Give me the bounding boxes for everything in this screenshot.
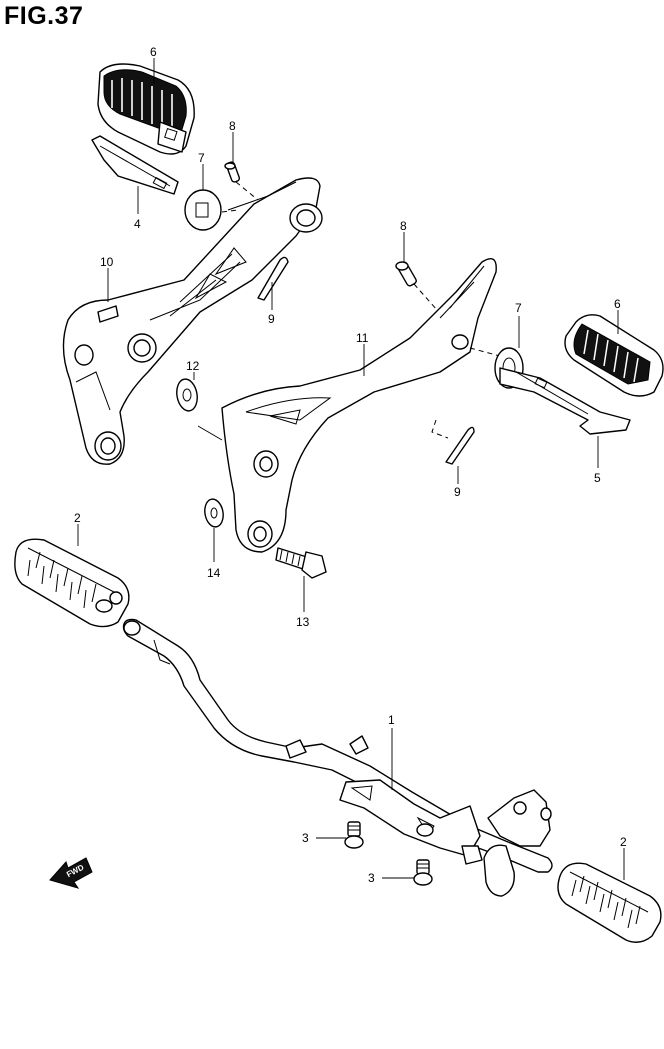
washer-upper: [184, 189, 222, 231]
footpeg-rubber-lower-right: [557, 862, 662, 943]
callout-5: 5: [594, 471, 601, 485]
cotter-pin-upper: [257, 256, 289, 301]
callout-2-right: 2: [620, 835, 627, 849]
callout-8-upper: 8: [229, 119, 236, 133]
callout-11: 11: [356, 331, 369, 345]
footpeg-upper-left: [91, 135, 179, 195]
callout-3-left: 3: [302, 831, 309, 845]
callout-9-upper: 9: [268, 312, 275, 326]
cotter-pin-lower: [445, 426, 475, 465]
leader-lines: [77, 58, 625, 880]
bolt-13: [275, 547, 327, 579]
callout-2-left: 2: [74, 511, 81, 525]
footrest-bracket-right: [221, 258, 497, 553]
washer-14: [204, 498, 224, 528]
forward-direction-arrow-icon: FWD: [49, 857, 93, 889]
callout-13: 13: [296, 615, 310, 629]
footrest-bracket-left: [62, 177, 323, 465]
callout-6-right: 6: [614, 297, 621, 311]
bolt-3-left: [344, 821, 364, 849]
washer-12: [176, 378, 198, 412]
callout-7-upper: 7: [198, 151, 205, 165]
callout-12: 12: [186, 359, 200, 373]
callout-10: 10: [100, 255, 114, 269]
footpeg-right: [499, 367, 631, 435]
figure-title: FIG.37: [4, 2, 84, 30]
callout-labels: 6 8 7 4 10 9 8 7 6 11 12 5 9 2 14 13 1 3…: [74, 45, 627, 885]
bolt-3-right: [413, 859, 433, 886]
callout-14: 14: [207, 566, 221, 580]
callout-4: 4: [134, 217, 141, 231]
callout-8-right: 8: [400, 219, 407, 233]
callout-6-upper-left: 6: [150, 45, 157, 59]
footpeg-rubber-lower-left: [14, 538, 130, 628]
footpeg-rubber-right: [564, 314, 664, 397]
footrest-bar: [122, 618, 553, 897]
callout-3-right: 3: [368, 871, 375, 885]
pin-upper: [224, 161, 241, 183]
callout-7-right: 7: [515, 301, 522, 315]
callout-9-lower: 9: [454, 485, 461, 499]
callout-1: 1: [388, 713, 395, 727]
footpeg-rubber-upper-left: [97, 63, 195, 155]
pin-right: [395, 261, 417, 287]
